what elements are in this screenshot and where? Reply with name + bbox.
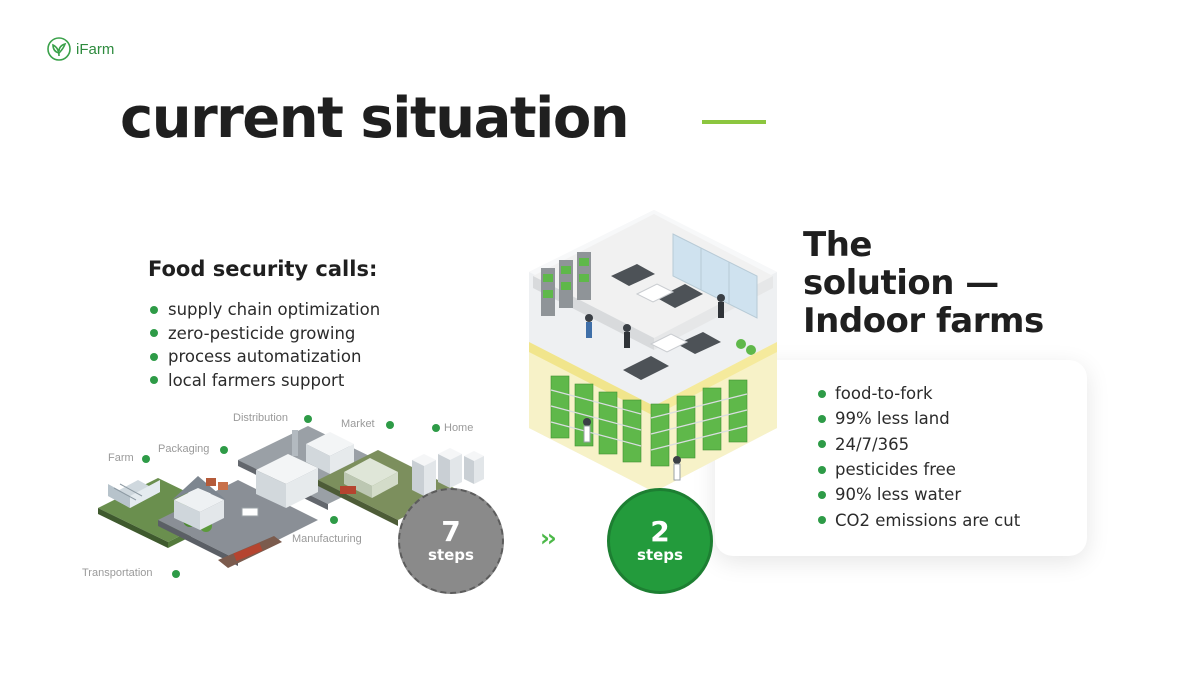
list-item: local farmers support	[150, 369, 380, 393]
list-item: 99% less land	[818, 406, 1020, 431]
list-item: food-to-fork	[818, 381, 1020, 406]
label-dot-icon	[330, 516, 338, 524]
label-market: Market	[341, 418, 375, 430]
list-item: zero-pesticide growing	[150, 322, 380, 346]
solution-benefits-list: food-to-fork 99% less land 24/7/365 pest…	[818, 381, 1020, 533]
bullet-dot-icon	[818, 414, 826, 423]
page-title: current situation	[120, 86, 630, 151]
indoor-farm-icon	[529, 210, 777, 492]
label-packaging: Packaging	[158, 443, 210, 455]
list-item: 24/7/365	[818, 432, 1020, 457]
food-security-list: supply chain optimization zero-pesticide…	[150, 298, 380, 392]
bullet-dot-icon	[150, 376, 158, 385]
food-security-heading: Food security calls:	[148, 257, 378, 281]
bullet-dot-icon	[150, 305, 158, 314]
label-dot-icon	[386, 421, 394, 429]
supply-chain-illustration: Distribution Market Home Packaging Farm …	[78, 400, 510, 600]
bullet-dot-icon	[818, 440, 826, 449]
brand-logo: iFarm	[46, 36, 114, 62]
list-item: process automatization	[150, 345, 380, 369]
bullet-dot-icon	[818, 389, 826, 398]
label-dot-icon	[432, 424, 440, 432]
steps-current-badge: 7 steps	[398, 488, 504, 594]
label-dot-icon	[172, 570, 180, 578]
label-distribution: Distribution	[233, 412, 289, 424]
solution-heading: The solution — Indoor farms	[803, 225, 1044, 341]
bullet-dot-icon	[818, 516, 826, 525]
label-dot-icon	[220, 446, 228, 454]
bullet-dot-icon	[150, 329, 158, 338]
list-item: CO2 emissions are cut	[818, 507, 1020, 532]
label-manufacturing: Manufacturing	[292, 533, 362, 545]
brand-name: iFarm	[76, 40, 115, 58]
steps-solution-badge: 2 steps	[607, 488, 713, 594]
list-item: pesticides free	[818, 457, 1020, 482]
list-item: 90% less water	[818, 482, 1020, 507]
leaf-logo-icon	[47, 37, 71, 61]
bullet-dot-icon	[818, 490, 826, 499]
bullet-dot-icon	[818, 465, 826, 474]
indoor-farm-illustration	[527, 210, 782, 492]
bullet-dot-icon	[150, 352, 158, 361]
list-item: supply chain optimization	[150, 298, 380, 322]
label-transportation: Transportation	[82, 567, 153, 579]
label-dot-icon	[304, 415, 312, 423]
label-farm: Farm	[108, 452, 134, 464]
label-dot-icon	[142, 455, 150, 463]
title-accent-dash	[702, 120, 766, 124]
label-home: Home	[444, 422, 474, 434]
double-chevron-right-icon: ››	[540, 524, 557, 552]
